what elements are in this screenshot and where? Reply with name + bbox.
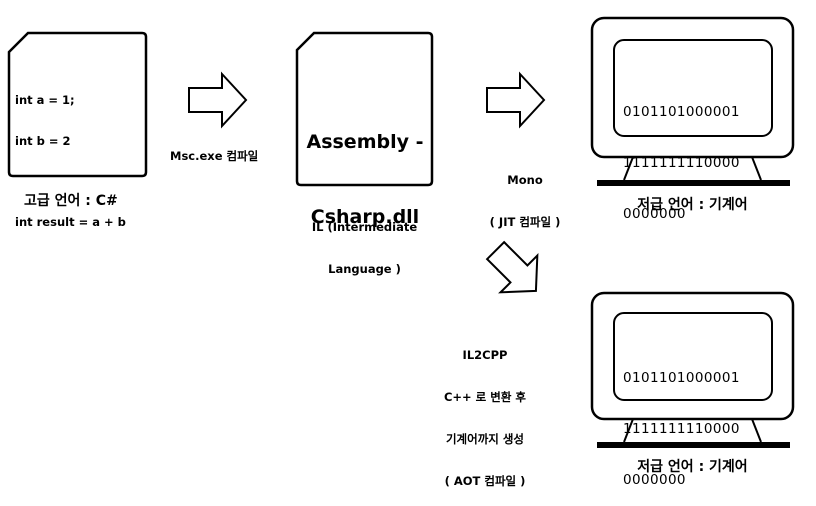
binary-code-top: 0101101000001 1111111110000 0000000 bbox=[623, 70, 740, 240]
assembly-title-line: Csharp.dll bbox=[310, 206, 420, 228]
il2cpp-aot-label: IL2CPP C++ 로 변환 후 기계어까지 생성 ( AOT 컴파일 ) bbox=[430, 320, 540, 502]
high-level-language-label: 고급 언어 : C# bbox=[24, 193, 118, 209]
il-label-line: IL (Intermediate bbox=[311, 220, 418, 234]
binary-code-bottom: 0101101000001 1111111110000 0000000 bbox=[623, 336, 740, 506]
diagram-shapes bbox=[7, 16, 795, 448]
code-line: int a = 1; bbox=[15, 93, 75, 107]
il2cpp-label-line: C++ 로 변환 후 bbox=[443, 390, 527, 404]
binary-line: 1111111110000 bbox=[623, 155, 740, 171]
low-level-language-label-bottom: 저급 언어 : 기계어 bbox=[637, 459, 748, 475]
il2cpp-label-line: ( AOT 컴파일 ) bbox=[444, 474, 526, 488]
il-label-line: Language ) bbox=[328, 262, 401, 276]
il-label: IL (Intermediate Language ) bbox=[297, 192, 432, 290]
low-level-language-label-top: 저급 언어 : 기계어 bbox=[637, 197, 748, 213]
code-line bbox=[15, 175, 126, 189]
il-document-shape bbox=[295, 31, 434, 187]
assembly-title-line: Assembly - bbox=[306, 131, 424, 153]
il2cpp-label-line: 기계어까지 생성 bbox=[445, 432, 525, 446]
binary-line: 1111111110000 bbox=[623, 421, 740, 437]
code-line: int result = a + b bbox=[15, 214, 126, 229]
mono-label-line: Mono bbox=[507, 173, 543, 187]
binary-line: 0101101000001 bbox=[623, 370, 740, 386]
monitor-icon-top bbox=[590, 16, 795, 186]
arrow-diagonal-icon-il2cpp bbox=[485, 240, 539, 294]
assembly-title: Assembly - Csharp.dll bbox=[303, 80, 427, 255]
binary-line: 0101101000001 bbox=[623, 104, 740, 120]
code-line: int b = 2 bbox=[15, 133, 71, 148]
mono-jit-label: Mono ( JIT 컴파일 ) bbox=[470, 145, 580, 243]
mono-label-line: ( JIT 컴파일 ) bbox=[489, 215, 561, 229]
arrow-right-icon-mono bbox=[486, 71, 546, 129]
il2cpp-label-line: IL2CPP bbox=[462, 348, 508, 362]
binary-line: 0000000 bbox=[623, 206, 686, 222]
source-document-shape bbox=[7, 31, 148, 178]
source-code-block: int a = 1; int b = 2 int result = a + b bbox=[15, 67, 126, 243]
monitor-icon-bottom bbox=[590, 291, 795, 448]
compile-label: Msc.exe 컴파일 bbox=[170, 149, 259, 163]
arrow-right-icon-compile bbox=[188, 71, 248, 129]
